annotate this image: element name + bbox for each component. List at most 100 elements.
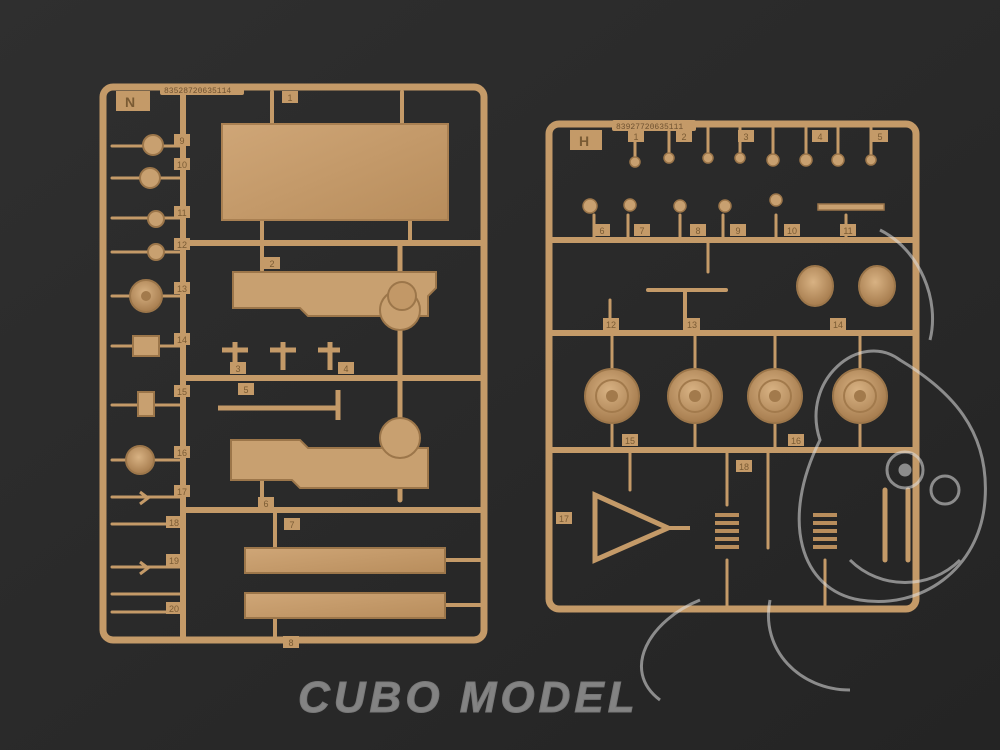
sprue-left-code: 83528720635114 [164, 87, 231, 96]
sprue-left-part-number: 12 [177, 240, 187, 250]
sprue-right-part-number: 1 [633, 132, 638, 142]
sprue-right-tag-bg [812, 130, 828, 142]
sprue-left-tag-bg [174, 158, 190, 170]
sprue-right-part-number: 4 [817, 132, 822, 142]
sprue-left-part-number: 2 [269, 259, 274, 269]
sprue-right-part-number: 9 [735, 226, 740, 236]
sprue-right-part-number: 10 [787, 226, 797, 236]
part-wheel-1 [584, 368, 640, 424]
sprue-left-tag-bg [174, 446, 190, 458]
cartoon-dog-mascot [640, 228, 987, 702]
sprue-left-part-number: 3 [235, 364, 240, 374]
sprue-right-part-number: 3 [743, 132, 748, 142]
sprue-right-tag-bg [634, 224, 650, 236]
sprue-left-part-number: 5 [243, 385, 248, 395]
sprue-right-tag-bg [730, 224, 746, 236]
sprue-left-tag-bg [283, 636, 299, 648]
sprue-left-tag-bg [166, 602, 182, 614]
sprue-right-part-number: 12 [606, 320, 616, 330]
sprue-right-tag-bg [872, 130, 888, 142]
part-bar-upper [244, 547, 446, 574]
sprue-left-part-number: 20 [169, 604, 179, 614]
sprue-right-tag-bg [556, 512, 572, 524]
sprue-right-tag-bg [603, 318, 619, 330]
sprue-right-frame [545, 120, 920, 613]
sprue-right-tag-bg [622, 434, 638, 446]
part-rod [218, 390, 341, 420]
sprue-right-tag-bg [736, 460, 752, 472]
sprue-right-part-number: 16 [791, 436, 801, 446]
sprue-right-part-number: 18 [739, 462, 749, 472]
sprue-left-tag-bg [174, 282, 190, 294]
sprue-right-tag-bg [830, 318, 846, 330]
sprue-left-tag-bg [284, 518, 300, 530]
part-bar-lower [244, 592, 446, 619]
sprue-right-tag-bg [784, 224, 800, 236]
part-spring-1 [715, 513, 739, 549]
part-helmet-left [796, 265, 834, 307]
sprue-left-part-number: 9 [179, 136, 184, 146]
sprue-right-tag-bg [690, 224, 706, 236]
sprue-left-tag-bg [174, 206, 190, 218]
sprue-left-tag-bg [238, 383, 254, 395]
sprue-right-part-number: 7 [639, 226, 644, 236]
sprue-left-part-number: 1 [287, 93, 292, 103]
sprue-left-tag-bg [174, 385, 190, 397]
sprue-right-tag-bg [628, 130, 644, 142]
part-spring-2 [813, 513, 837, 549]
part-triangle-frame [592, 491, 675, 564]
sprue-left-letter: N [125, 94, 135, 110]
sprue-left-part-number: 18 [169, 518, 179, 528]
sprue-left-part-number: 10 [177, 160, 187, 170]
sprue-left-part-number: 7 [289, 520, 294, 530]
sprue-right-part-number: 14 [833, 320, 843, 330]
sprue-right-part-number: 11 [843, 226, 852, 236]
part-wheel-3 [747, 368, 803, 424]
sprue-right-part-number: 8 [695, 226, 700, 236]
sprue-left-part-number: 8 [288, 638, 293, 648]
sprue-left-tag-bg [174, 134, 190, 146]
sprue-left-tag-bg [338, 362, 354, 374]
sprue-left-tag-bg [166, 516, 182, 528]
sprue-left-tag-bg [174, 485, 190, 497]
sprue-right-tag-bg [788, 434, 804, 446]
part-plate-large [221, 123, 449, 221]
sprue-left-part-number: 6 [263, 499, 268, 509]
part-wheel-4 [832, 368, 888, 424]
sprue-left-parts [125, 123, 449, 619]
sprue-right-part-number: 17 [559, 514, 569, 524]
sprue-left-part-number: 11 [177, 208, 186, 218]
sprue-right-tag-bg [684, 318, 700, 330]
sprue-left-part-number: 19 [169, 556, 179, 566]
watermark: CUBO MODEL [298, 228, 987, 723]
sprue-left-tag-bg [166, 554, 182, 566]
sprue-left-tag-bg [230, 362, 246, 374]
sprue-left-tag-bg [174, 238, 190, 250]
sprue-right-tag-bg [676, 130, 692, 142]
part-chassis-rail-lower [230, 439, 429, 489]
sprue-left-part-number: 16 [177, 448, 187, 458]
sprue-left-part-number: 15 [177, 387, 187, 397]
sprue-left-tag-bg [282, 91, 298, 103]
sprue-right-parts [582, 152, 896, 564]
sprue-right-code: 83927720635111 [616, 123, 683, 132]
sprue-left-part-number: 17 [177, 487, 187, 497]
sprue-left-tag-bg [174, 333, 190, 345]
sprue-right-tag-bg [738, 130, 754, 142]
sprue-right-letter: H [579, 133, 589, 149]
sprue-right-part-number: 2 [681, 132, 686, 142]
sprue-right-part-number: 13 [687, 320, 697, 330]
sprue-left-part-number: 13 [177, 284, 187, 294]
sprue-right-part-number: 15 [625, 436, 635, 446]
part-wheel-2 [667, 368, 723, 424]
sprue-left-tag-bg [264, 257, 280, 269]
part-helmet-right [858, 265, 896, 307]
sprue-left-part-number: 14 [177, 335, 187, 345]
sprue-right-part-number: 6 [599, 226, 604, 236]
sprue-left-part-number: 4 [343, 364, 348, 374]
watermark-text: CUBO MODEL [298, 673, 639, 722]
sprue-right-tag-bg [840, 224, 856, 236]
